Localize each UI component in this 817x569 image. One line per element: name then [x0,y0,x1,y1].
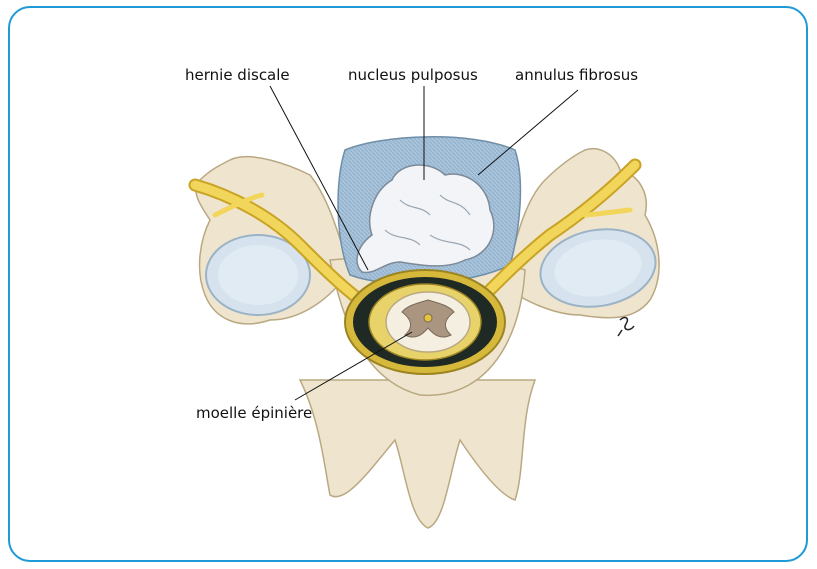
label-nucleus-pulposus: nucleus pulposus [348,66,478,84]
label-annulus-fibrosus: annulus fibrosus [515,66,638,84]
spinous-process [300,380,535,528]
label-hernie-discale: hernie discale [185,66,290,84]
leader-annulus [478,90,578,175]
signature-mark [618,317,634,336]
label-moelle-epiniere: moelle épinière [196,404,312,422]
